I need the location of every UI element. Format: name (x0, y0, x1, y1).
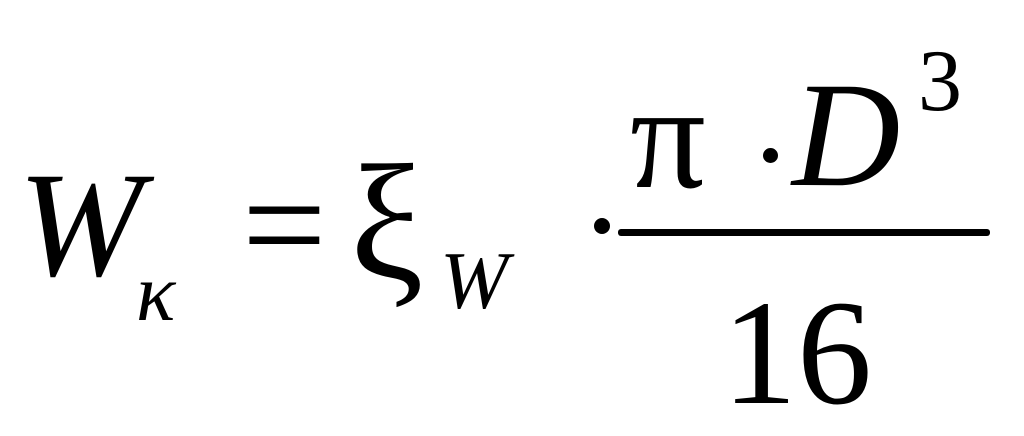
coefficient-subscript: W (440, 235, 509, 326)
coefficient-symbol: ξ (350, 131, 424, 314)
numerator-pi: π (630, 54, 706, 220)
fraction-bar (618, 229, 990, 236)
lhs-subscript: κ (136, 247, 176, 338)
denominator: 16 (722, 270, 872, 436)
numerator-exponent: 3 (918, 33, 962, 130)
numerator-symbol: D (792, 52, 901, 218)
lhs-symbol: W (18, 142, 143, 308)
multiplication-dot (594, 218, 610, 234)
numerator-multiplication-dot (763, 148, 778, 163)
equals-sign: = (242, 142, 327, 308)
